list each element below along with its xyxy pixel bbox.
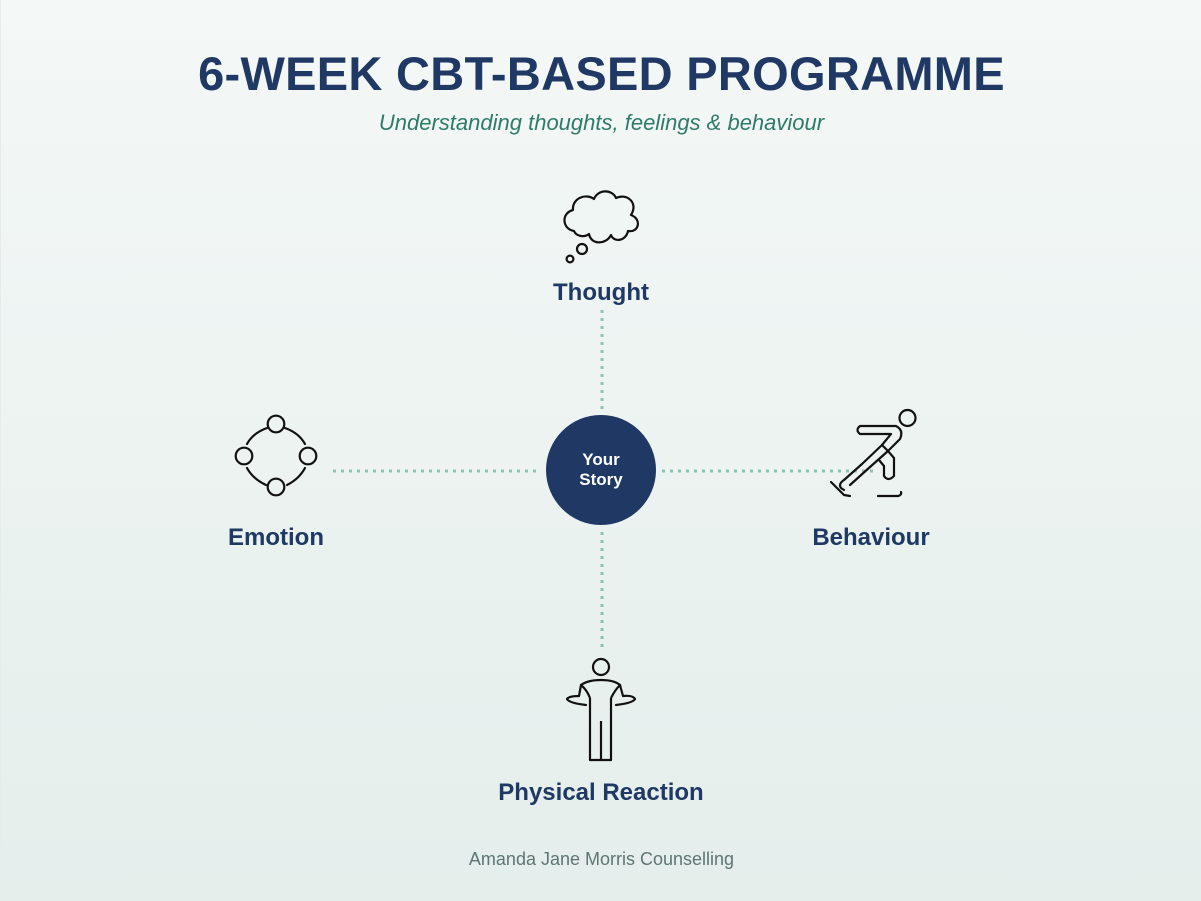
- page-title: 6-WEEK CBT-BASED PROGRAMME: [198, 47, 1005, 100]
- footer-credit: Amanda Jane Morris Counselling: [468, 849, 735, 869]
- node-behaviour-label: Behaviour: [812, 524, 930, 551]
- node-physical-label: Physical Reaction: [498, 779, 704, 806]
- center-node-label: Your Story: [579, 450, 623, 489]
- node-thought-label: Thought: [553, 279, 649, 306]
- thought-bubble-icon: [563, 190, 639, 264]
- emotion-cycle-icon: [234, 414, 318, 497]
- node-emotion-label: Emotion: [228, 524, 324, 551]
- standing-figure-icon: [565, 657, 637, 762]
- running-figure-icon: [829, 408, 917, 498]
- center-node: Your Story: [546, 415, 656, 525]
- page-subtitle: Understanding thoughts, feelings & behav…: [378, 110, 825, 135]
